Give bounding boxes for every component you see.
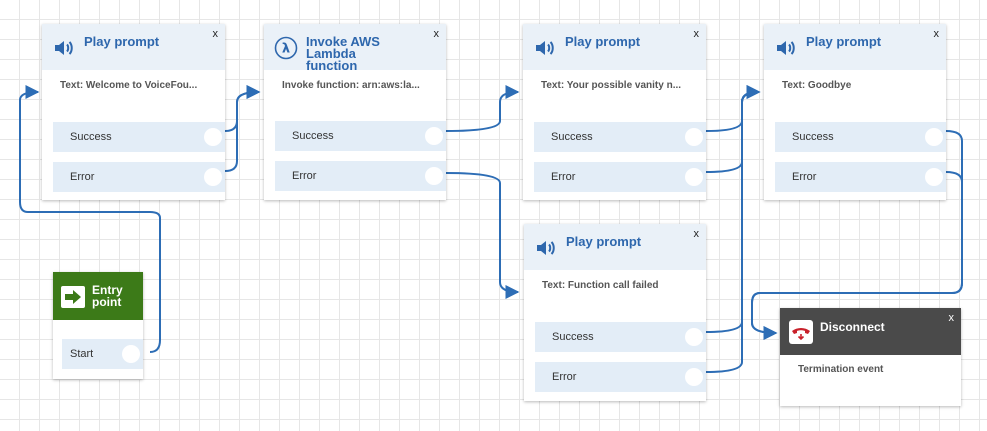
block-title: Play prompt: [806, 34, 882, 49]
branch-success: Success: [275, 121, 446, 151]
branch-error: Error: [275, 161, 446, 191]
output-port-success[interactable]: [685, 128, 703, 146]
play-prompt-block-vanity[interactable]: Play prompt x Text: Your possible vanity…: [523, 24, 706, 200]
branch-label: Start: [70, 348, 94, 360]
branch-success: Success: [534, 122, 706, 152]
speaker-icon: [537, 241, 555, 255]
branch-label: Success: [552, 331, 594, 343]
branch-label: Success: [70, 131, 112, 143]
connector-play4-error-to-play3: [705, 85, 761, 373]
output-port-success[interactable]: [925, 128, 943, 146]
block-header: Play prompt x: [764, 24, 946, 70]
close-button[interactable]: x: [693, 28, 700, 40]
connector-lambda-success-to-play2: [445, 85, 520, 132]
prompt-text: Text: Goodbye: [782, 80, 852, 91]
branch-label: Success: [792, 131, 834, 143]
close-button[interactable]: x: [433, 28, 440, 40]
close-button[interactable]: x: [212, 28, 219, 40]
branch-success: Success: [535, 322, 706, 352]
block-title-line1: Invoke AWS Lambda: [306, 34, 380, 61]
branch-label: Error: [70, 171, 95, 183]
output-port-error[interactable]: [925, 168, 943, 186]
branch-error: Error: [775, 162, 946, 192]
svg-text:λ: λ: [282, 42, 290, 57]
disconnect-block[interactable]: Disconnect x Termination event: [780, 308, 961, 406]
block-header: Play prompt x: [524, 224, 706, 270]
speaker-icon: [536, 41, 554, 55]
close-button[interactable]: x: [933, 28, 940, 40]
hangup-phone-icon: [789, 320, 813, 344]
branch-label: Error: [792, 171, 817, 183]
output-port-error[interactable]: [204, 168, 222, 186]
prompt-text: Text: Your possible vanity n...: [541, 80, 682, 91]
close-button[interactable]: x: [948, 312, 955, 324]
speaker-icon: [777, 41, 795, 55]
block-title: Play prompt: [84, 34, 160, 49]
connector-play2-error-to-play3: [705, 85, 761, 173]
output-port-start[interactable]: [122, 345, 140, 363]
branch-label: Error: [292, 170, 317, 182]
block-title: Play prompt: [566, 234, 642, 249]
play-prompt-block-failed[interactable]: Play prompt x Text: Function call failed…: [524, 224, 706, 401]
branch-label: Success: [292, 130, 334, 142]
output-port-success[interactable]: [204, 128, 222, 146]
branch-success: Success: [775, 122, 946, 152]
lambda-icon: λ: [274, 36, 298, 60]
connector-lambda-error-to-play4: [445, 172, 520, 299]
branch-start: Start: [62, 339, 143, 369]
termination-event-text: Termination event: [798, 364, 884, 375]
prompt-text: Text: Welcome to VoiceFou...: [60, 80, 198, 91]
branch-error: Error: [534, 162, 706, 192]
prompt-text: Text: Function call failed: [542, 280, 659, 291]
block-header: Play prompt x: [42, 24, 225, 70]
connector-play1-error-to-lambda: [224, 85, 261, 172]
block-title: Disconnect: [820, 320, 885, 334]
output-port-error[interactable]: [425, 167, 443, 185]
close-button[interactable]: x: [693, 228, 700, 240]
branch-label: Success: [551, 131, 593, 143]
branch-label: Error: [551, 171, 576, 183]
arrow-right-icon: [61, 286, 85, 308]
speaker-icon: [55, 41, 73, 55]
function-arn-text: Invoke function: arn:aws:la...: [282, 80, 420, 91]
branch-error: Error: [535, 362, 706, 392]
output-port-error[interactable]: [685, 368, 703, 386]
branch-label: Error: [552, 371, 577, 383]
connector-play2-success-to-play3: [705, 85, 761, 132]
block-title-line2: function: [306, 58, 358, 73]
block-title: Play prompt: [565, 34, 641, 49]
output-port-success[interactable]: [685, 328, 703, 346]
play-prompt-block-welcome[interactable]: Play prompt x Text: Welcome to VoiceFou.…: [42, 24, 225, 200]
block-header: Play prompt x: [523, 24, 706, 70]
block-title-line1: Entry: [92, 283, 123, 297]
branch-success: Success: [53, 122, 225, 152]
block-header: Disconnect x: [780, 308, 961, 355]
play-prompt-block-goodbye[interactable]: Play prompt x Text: Goodbye Success Erro…: [764, 24, 946, 200]
output-port-error[interactable]: [685, 168, 703, 186]
branch-error: Error: [53, 162, 225, 192]
connector-play3-error-to-disconnect: [751, 171, 963, 340]
connector-start-to-play1: [19, 85, 161, 353]
connector-play1-success-to-lambda: [224, 85, 261, 132]
output-port-success[interactable]: [425, 127, 443, 145]
block-title-line2: point: [92, 295, 122, 309]
